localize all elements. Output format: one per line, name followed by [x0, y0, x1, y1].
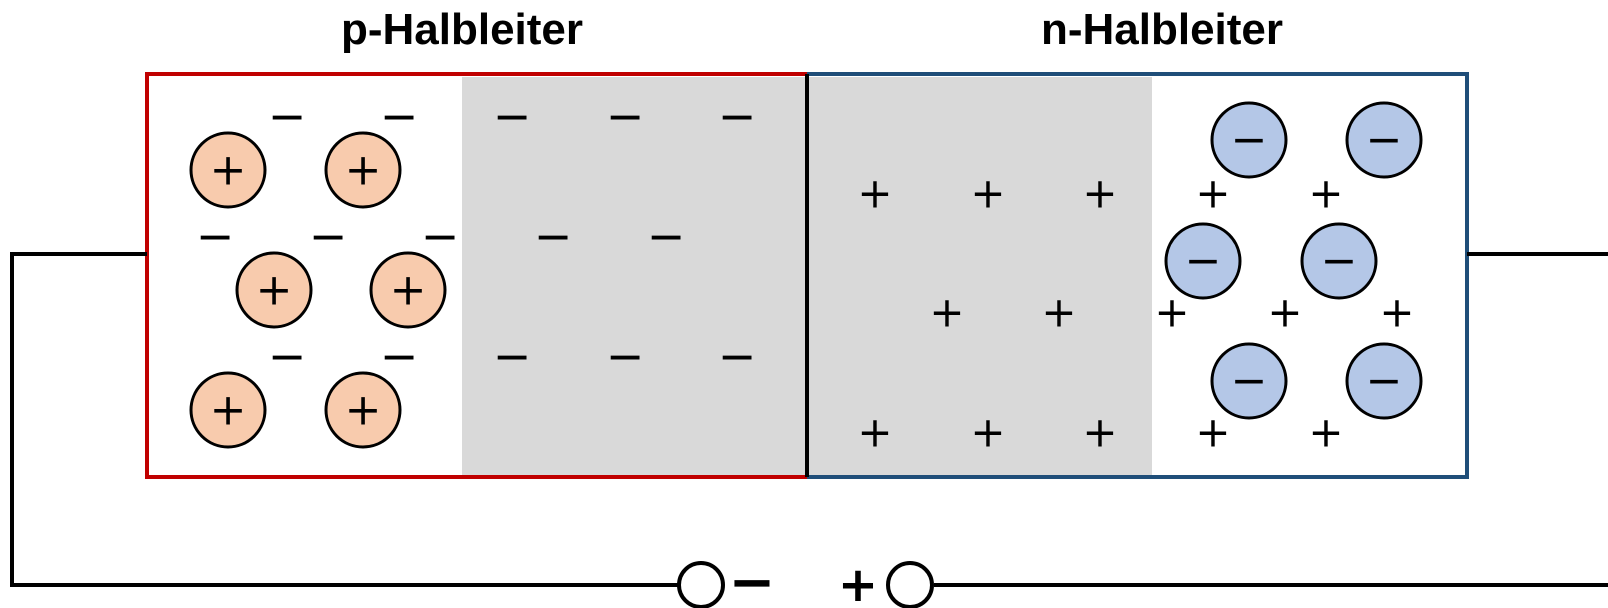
acceptor-ion: − [718, 89, 757, 143]
acceptor-ion: − [380, 89, 419, 143]
electron-carrier: − [1164, 222, 1242, 300]
donor-ion: + [1082, 169, 1117, 218]
acceptor-ion: − [534, 209, 573, 263]
n-region-border [807, 72, 1469, 479]
acceptor-ion: − [421, 209, 460, 263]
acceptor-ion: − [380, 329, 419, 383]
terminal-minus-circle [677, 561, 725, 608]
donor-ion: + [970, 408, 1005, 457]
p-region-border [145, 72, 807, 479]
acceptor-ion: − [268, 329, 307, 383]
depletion-zone-p [462, 77, 807, 477]
electron-carrier-sign: − [1321, 236, 1358, 287]
hole-carrier: + [324, 131, 402, 209]
terminal-plus-circle [886, 561, 934, 608]
electron-carrier-sign: − [1231, 356, 1268, 407]
hole-carrier: + [369, 251, 447, 329]
acceptor-ion: − [268, 89, 307, 143]
donor-ion: + [970, 169, 1005, 218]
donor-ion: + [1308, 169, 1343, 218]
electron-carrier: − [1210, 342, 1288, 420]
electron-carrier-sign: − [1231, 115, 1268, 166]
electron-carrier: − [1345, 101, 1423, 179]
donor-ion: + [1154, 288, 1189, 337]
electron-carrier-sign: − [1366, 115, 1403, 166]
terminal-minus-label: − [729, 550, 776, 608]
donor-ion: + [857, 169, 892, 218]
donor-ion: + [1267, 288, 1302, 337]
hole-carrier-sign: + [345, 385, 382, 436]
donor-ion: + [1041, 288, 1076, 337]
electron-carrier: − [1345, 342, 1423, 420]
n-region-title: n-Halbleiter [1041, 5, 1283, 54]
acceptor-ion: − [718, 329, 757, 383]
donor-ion: + [1308, 408, 1343, 457]
acceptor-ion: − [309, 209, 348, 263]
donor-ion: + [929, 288, 964, 337]
depletion-zone-n [807, 77, 1152, 477]
hole-carrier: + [324, 371, 402, 449]
hole-carrier-sign: + [256, 265, 293, 316]
acceptor-ion: − [606, 329, 645, 383]
electron-carrier: − [1210, 101, 1288, 179]
hole-carrier-sign: + [210, 385, 247, 436]
p-region-title: p-Halbleiter [341, 5, 583, 54]
hole-carrier: + [189, 371, 267, 449]
hole-carrier-sign: + [345, 145, 382, 196]
electron-carrier-sign: − [1185, 236, 1222, 287]
acceptor-ion: − [647, 209, 686, 263]
donor-ion: + [857, 408, 892, 457]
acceptor-ion: − [196, 209, 235, 263]
acceptor-ion: − [606, 89, 645, 143]
hole-carrier-sign: + [210, 145, 247, 196]
wire-left [10, 252, 678, 587]
hole-carrier: + [235, 251, 313, 329]
electron-carrier: − [1300, 222, 1378, 300]
donor-ion: + [1082, 408, 1117, 457]
acceptor-ion: − [493, 89, 532, 143]
donor-ion: + [1195, 169, 1230, 218]
acceptor-ion: − [493, 329, 532, 383]
hole-carrier: + [189, 131, 267, 209]
electron-carrier-sign: − [1366, 356, 1403, 407]
terminal-plus-label: + [838, 557, 878, 608]
hole-carrier-sign: + [390, 265, 427, 316]
donor-ion: + [1379, 288, 1414, 337]
donor-ion: + [1195, 408, 1230, 457]
